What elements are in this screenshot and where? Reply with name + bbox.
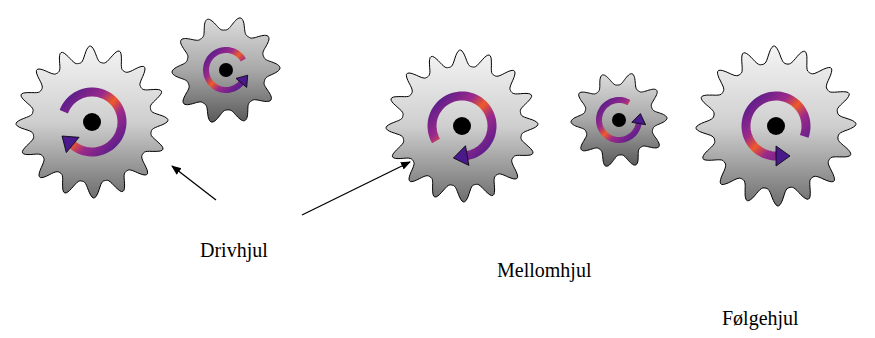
part-label: Drivhjul (200, 238, 268, 262)
part-label: Mellomhjul (497, 258, 591, 282)
arrow-head (632, 114, 646, 125)
axle-dot (453, 117, 471, 135)
leader-line (302, 162, 410, 215)
rotation-arrow (599, 100, 639, 140)
arrow-head (236, 75, 248, 87)
gear-wheel (16, 46, 168, 198)
axle-dot (83, 113, 101, 131)
axle-dot (219, 63, 233, 77)
gear-wheel (571, 74, 667, 167)
axle-dot (767, 117, 785, 135)
arrow-head (62, 136, 79, 153)
gear-wheel (172, 18, 280, 122)
gear-wheel (696, 46, 856, 206)
rotation-arrow (432, 96, 492, 156)
axle-dot (612, 113, 626, 127)
leader-line (172, 166, 216, 200)
arrow-head (776, 146, 790, 166)
rotation-arrow (206, 50, 243, 90)
part-label: Følgehjul (722, 306, 799, 330)
arrow-head (453, 146, 469, 166)
gear-wheel (386, 50, 538, 202)
